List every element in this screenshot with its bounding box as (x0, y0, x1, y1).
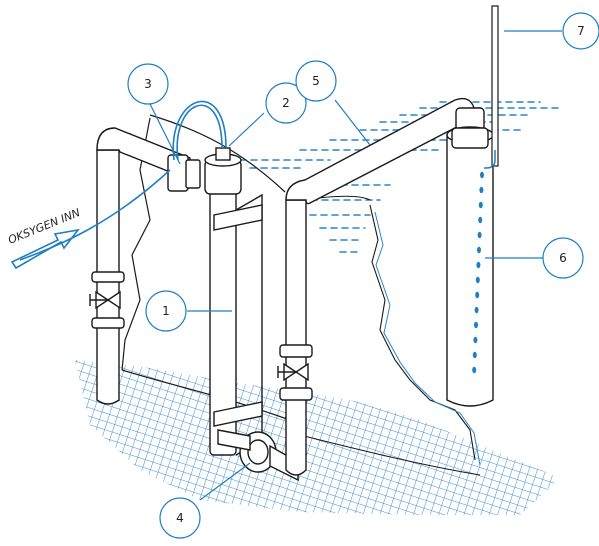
callout-7: 7 (562, 12, 599, 50)
diffuser-hole (478, 201, 483, 209)
oxygen-supply-hose (19, 100, 227, 261)
upper-transfer-pipe (285, 97, 485, 205)
diffuser-hole (477, 246, 481, 254)
callouts: 1 2 3 4 5 6 7 (127, 12, 599, 539)
diffuser-hole (472, 351, 477, 359)
diffuser-column (204, 147, 263, 456)
callout-6: 6 (542, 237, 584, 279)
inlet-arrow (10, 228, 80, 270)
diffuser-hole (475, 291, 480, 299)
svg-text:5: 5 (312, 74, 320, 88)
callout-3: 3 (127, 63, 169, 105)
svg-text:7: 7 (577, 24, 585, 38)
diffuser-hole (478, 216, 483, 224)
diffuser-hole (479, 186, 484, 194)
diffuser-hole (477, 231, 482, 239)
diffuser-hole (472, 366, 477, 374)
callout-1: 1 (145, 290, 187, 332)
perforated-diffuser-hose (446, 126, 494, 407)
net-wall-right (299, 195, 481, 476)
svg-text:6: 6 (559, 251, 567, 265)
bottom-flange (217, 429, 299, 482)
oxygen-inlet: OKSYGEN INN (6, 206, 82, 270)
measurement-probe (484, 5, 499, 169)
diffuser-hole (476, 261, 481, 269)
callout-2: 2 (265, 82, 307, 124)
right-return-pipe (277, 199, 313, 476)
diffuser-hole (474, 306, 479, 314)
callout-leaders (149, 30, 562, 501)
svg-text:4: 4 (176, 511, 184, 525)
svg-text:1: 1 (162, 304, 170, 318)
diffuser-hole (475, 276, 480, 284)
diffuser-hole (474, 321, 478, 329)
callout-5: 5 (295, 60, 337, 102)
net-wall-left (121, 114, 291, 421)
callout-4: 4 (159, 497, 201, 539)
upper-left-pipe (96, 127, 201, 192)
svg-text:3: 3 (144, 77, 152, 91)
svg-text:2: 2 (282, 96, 290, 110)
diffuser-holes (472, 171, 484, 374)
diffuser-hole (480, 171, 484, 179)
diffuser-hole (473, 336, 478, 344)
